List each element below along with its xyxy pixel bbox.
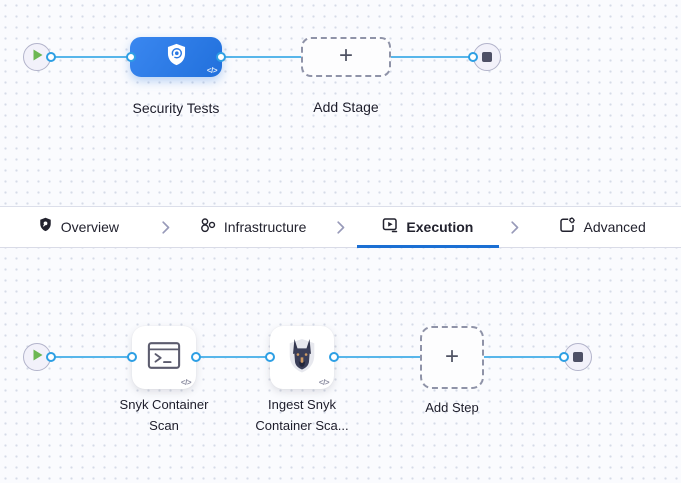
tab-label: Overview: [60, 219, 120, 235]
add-stage-label: Add Stage: [313, 99, 379, 115]
tab-label: Advanced: [583, 219, 646, 235]
step-node-snyk-container-scan[interactable]: </>: [132, 326, 196, 389]
stop-icon: [573, 352, 583, 362]
connector-dot: [46, 352, 56, 362]
connector-dot: [191, 352, 201, 362]
connector-dot: [126, 52, 136, 62]
tab-execution[interactable]: Execution: [350, 207, 507, 248]
shield-icon: [38, 217, 53, 237]
step-label: Snyk Container Scan: [119, 397, 209, 433]
tab-label: Execution: [406, 219, 474, 235]
play-icon: [32, 348, 43, 366]
tab-infrastructure[interactable]: Infrastructure: [175, 207, 332, 247]
chevron-right-icon: [332, 207, 350, 247]
step-edge-4: [482, 356, 566, 358]
code-badge: </>: [206, 66, 218, 75]
code-badge: </>: [318, 378, 330, 387]
step-edge-3: [332, 356, 422, 358]
stage-config-tabbar: Overview Infrastructure: [0, 206, 681, 248]
step-label: Ingest Snyk Container Sca...: [255, 397, 349, 433]
terminal-icon: [147, 341, 181, 375]
connector-dot: [46, 52, 56, 62]
tab-overview[interactable]: Overview: [0, 207, 157, 247]
connector-dot: [468, 52, 478, 62]
chevron-right-icon: [506, 207, 524, 247]
connector-dot: [216, 52, 226, 62]
step-edge-2: [194, 356, 272, 358]
snyk-dog-icon: [285, 336, 319, 379]
security-shield-icon: [164, 42, 189, 72]
advanced-settings-icon: [559, 216, 576, 238]
tab-label: Infrastructure: [223, 219, 307, 235]
stage-node-security-tests[interactable]: </>: [130, 37, 222, 77]
connector-dot: [559, 352, 569, 362]
stage-label: Security Tests: [132, 100, 220, 116]
play-icon: [32, 48, 43, 66]
infrastructure-icon: [200, 217, 216, 238]
stage-edge-3: [390, 56, 474, 58]
chevron-right-icon: [157, 207, 175, 247]
plus-icon: +: [338, 42, 353, 69]
add-step-label: Add Step: [425, 400, 479, 415]
execution-play-icon: [382, 217, 398, 238]
connector-dot: [265, 352, 275, 362]
add-step-button[interactable]: +: [420, 326, 484, 389]
stop-icon: [482, 52, 492, 62]
connector-dot: [127, 352, 137, 362]
connector-dot: [329, 352, 339, 362]
tab-advanced[interactable]: Advanced: [524, 207, 681, 247]
stage-edge-2: [220, 56, 302, 58]
stage-edge-1: [50, 56, 132, 58]
step-edge-1: [50, 356, 132, 358]
code-badge: </>: [180, 378, 192, 387]
step-node-ingest-snyk[interactable]: </>: [270, 326, 334, 389]
plus-icon: +: [444, 342, 459, 370]
add-stage-button[interactable]: +: [301, 37, 391, 77]
